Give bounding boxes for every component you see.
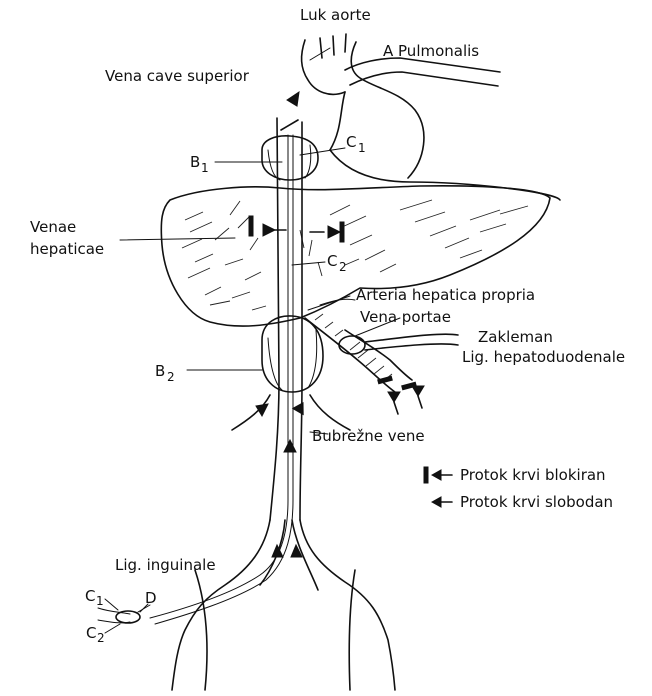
- label-b2: B: [155, 362, 165, 380]
- label-b2-sub: 2: [167, 370, 175, 384]
- blocked-marker-left: [249, 216, 253, 236]
- arrow-portal-1: [388, 392, 400, 402]
- label-c1-bottom-sub: 1: [96, 594, 104, 608]
- label-arteria-hepatica: Arteria hepatica propria: [356, 286, 535, 304]
- label-d: D: [145, 589, 157, 607]
- legend-blocked-bar-icon: [424, 467, 428, 483]
- arrow-up-ivc: [284, 440, 296, 452]
- label-luk-aorte: Luk aorte: [300, 6, 371, 24]
- arrow-left-liver: [263, 224, 275, 236]
- label-c2-mid-sub: 2: [339, 260, 347, 274]
- label-a-pulmonalis: A Pulmonalis: [383, 42, 479, 60]
- label-venae-hepaticae-2: hepaticae: [30, 240, 104, 258]
- arrow-right-liver: [328, 226, 340, 238]
- blocked-marker-portal-1: [378, 376, 393, 383]
- label-c1-top: C: [346, 133, 356, 151]
- label-b1-sub: 1: [201, 161, 209, 175]
- clamp-zakleman: [339, 336, 365, 354]
- label-bubrezne-vene: Bubrežne vene: [312, 427, 425, 445]
- label-c2-bottom: C: [86, 624, 96, 642]
- arrow-renal-right: [293, 400, 308, 415]
- label-lig-inguinale: Lig. inguinale: [115, 556, 216, 574]
- legend: Protok krvi blokiran Protok krvi sloboda…: [424, 466, 613, 511]
- legend-free-label: Protok krvi slobodan: [460, 493, 613, 511]
- label-c2-bottom-sub: 2: [97, 631, 105, 645]
- label-vena-cava-superior: Vena cave superior: [105, 67, 250, 85]
- portal-vein: [305, 314, 458, 414]
- label-b1: B: [190, 153, 200, 171]
- iliac-veins: [172, 520, 395, 690]
- label-c1-bottom: C: [85, 587, 95, 605]
- liver: [161, 186, 550, 326]
- arrow-up-top: [287, 92, 299, 106]
- label-lig-hepatoduodenale: Lig. hepatoduodenale: [462, 348, 625, 366]
- catheter-hub: [116, 611, 140, 623]
- catheter-entry: [98, 605, 150, 623]
- label-c2-mid: C: [327, 252, 337, 270]
- vena-cava-tube: [150, 92, 302, 624]
- label-c1-top-sub: 1: [358, 141, 366, 155]
- balloon-b1: [262, 136, 318, 180]
- label-vena-portae: Vena portae: [360, 308, 451, 326]
- label-venae-hepaticae-1: Venae: [30, 218, 76, 236]
- label-zakleman: Zakleman: [478, 328, 553, 346]
- arrow-portal-2: [412, 386, 424, 396]
- heart-outline: [330, 150, 560, 200]
- legend-blocked-label: Protok krvi blokiran: [460, 466, 606, 484]
